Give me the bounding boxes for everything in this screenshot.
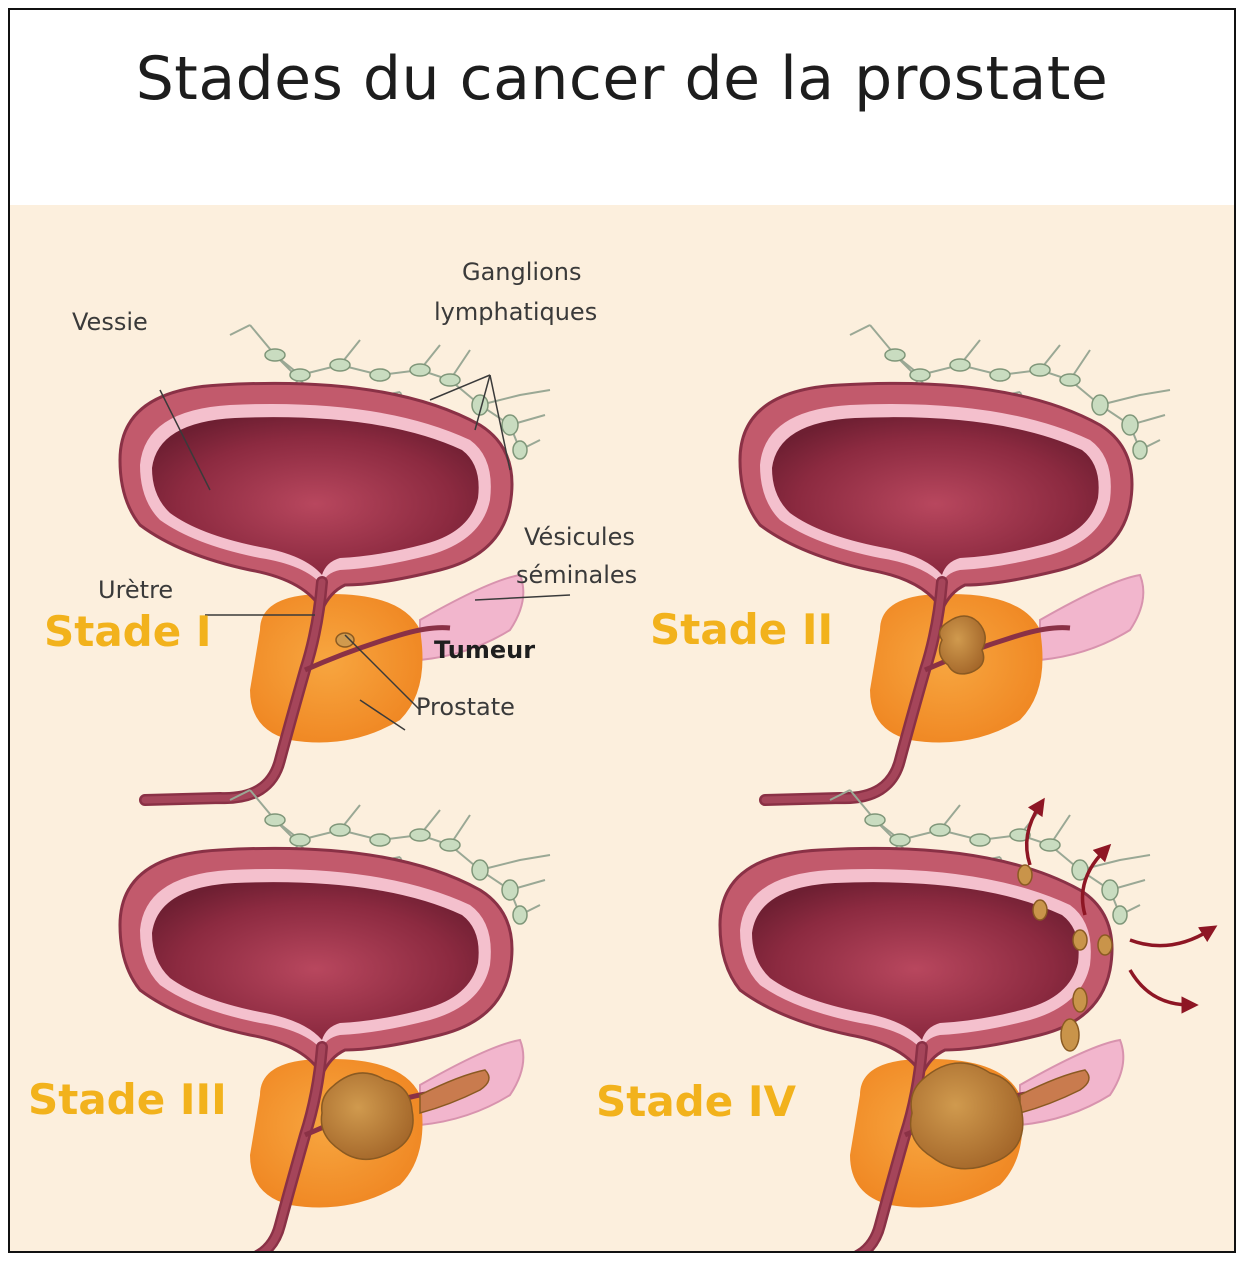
stage-4-label: Stade IV	[596, 1077, 796, 1126]
infographic-frame: Stades du cancer de la prostate	[8, 8, 1236, 1253]
stage-3-diagram	[120, 790, 550, 1251]
label-vessie: Vessie	[72, 308, 148, 336]
stage-4-diagram	[720, 790, 1210, 1251]
label-ganglions: Ganglions	[462, 258, 581, 286]
stage-2-label: Stade II	[650, 605, 833, 654]
label-seminales: séminales	[516, 561, 637, 589]
stage-2-diagram	[740, 325, 1170, 800]
tumor-large	[321, 1073, 413, 1159]
prostate-stages-diagram: Vessie Ganglions lymphatiques Vésicules …	[10, 10, 1234, 1251]
label-uretre: Urètre	[98, 576, 173, 604]
label-vesicules: Vésicules	[524, 523, 635, 551]
label-tumeur: Tumeur	[434, 636, 535, 664]
label-lymphatiques: lymphatiques	[434, 298, 597, 326]
stage-1-label: Stade I	[44, 607, 211, 656]
stage-1-diagram	[120, 325, 550, 800]
stage-3-label: Stade III	[28, 1075, 227, 1124]
label-prostate: Prostate	[416, 693, 515, 721]
